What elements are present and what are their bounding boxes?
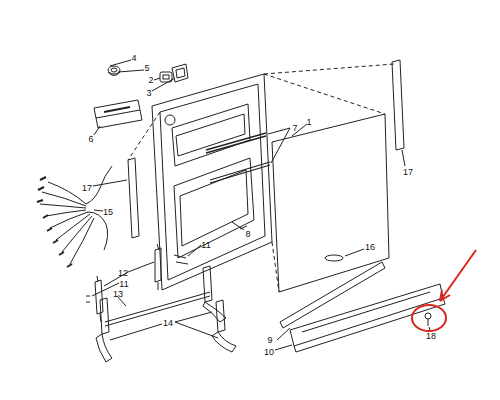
callout-number: 2 bbox=[148, 75, 153, 85]
callout-number: 5 bbox=[144, 63, 149, 73]
callout-number: 17 bbox=[82, 183, 92, 193]
callout-number: 11 bbox=[201, 240, 210, 250]
callout-number: 6 bbox=[88, 134, 93, 144]
callout-number: 12 bbox=[118, 268, 128, 278]
callout-number: 15 bbox=[103, 207, 113, 217]
callout-number: 11 bbox=[119, 279, 128, 289]
callout-number: 9 bbox=[267, 335, 272, 345]
callout-number: 18 bbox=[426, 331, 436, 341]
callout-number: 4 bbox=[131, 53, 136, 63]
callout-number: 1 bbox=[306, 117, 311, 127]
callout-number: 16 bbox=[365, 242, 375, 252]
callout-number: 13 bbox=[113, 289, 123, 299]
callout-number: 17 bbox=[403, 167, 413, 177]
callout-number: 7 bbox=[292, 123, 297, 133]
callout-number: 10 bbox=[264, 347, 274, 357]
callout-number: 8 bbox=[245, 229, 250, 239]
callout-number: 3 bbox=[146, 88, 151, 98]
callout-number: 14 bbox=[163, 318, 173, 328]
